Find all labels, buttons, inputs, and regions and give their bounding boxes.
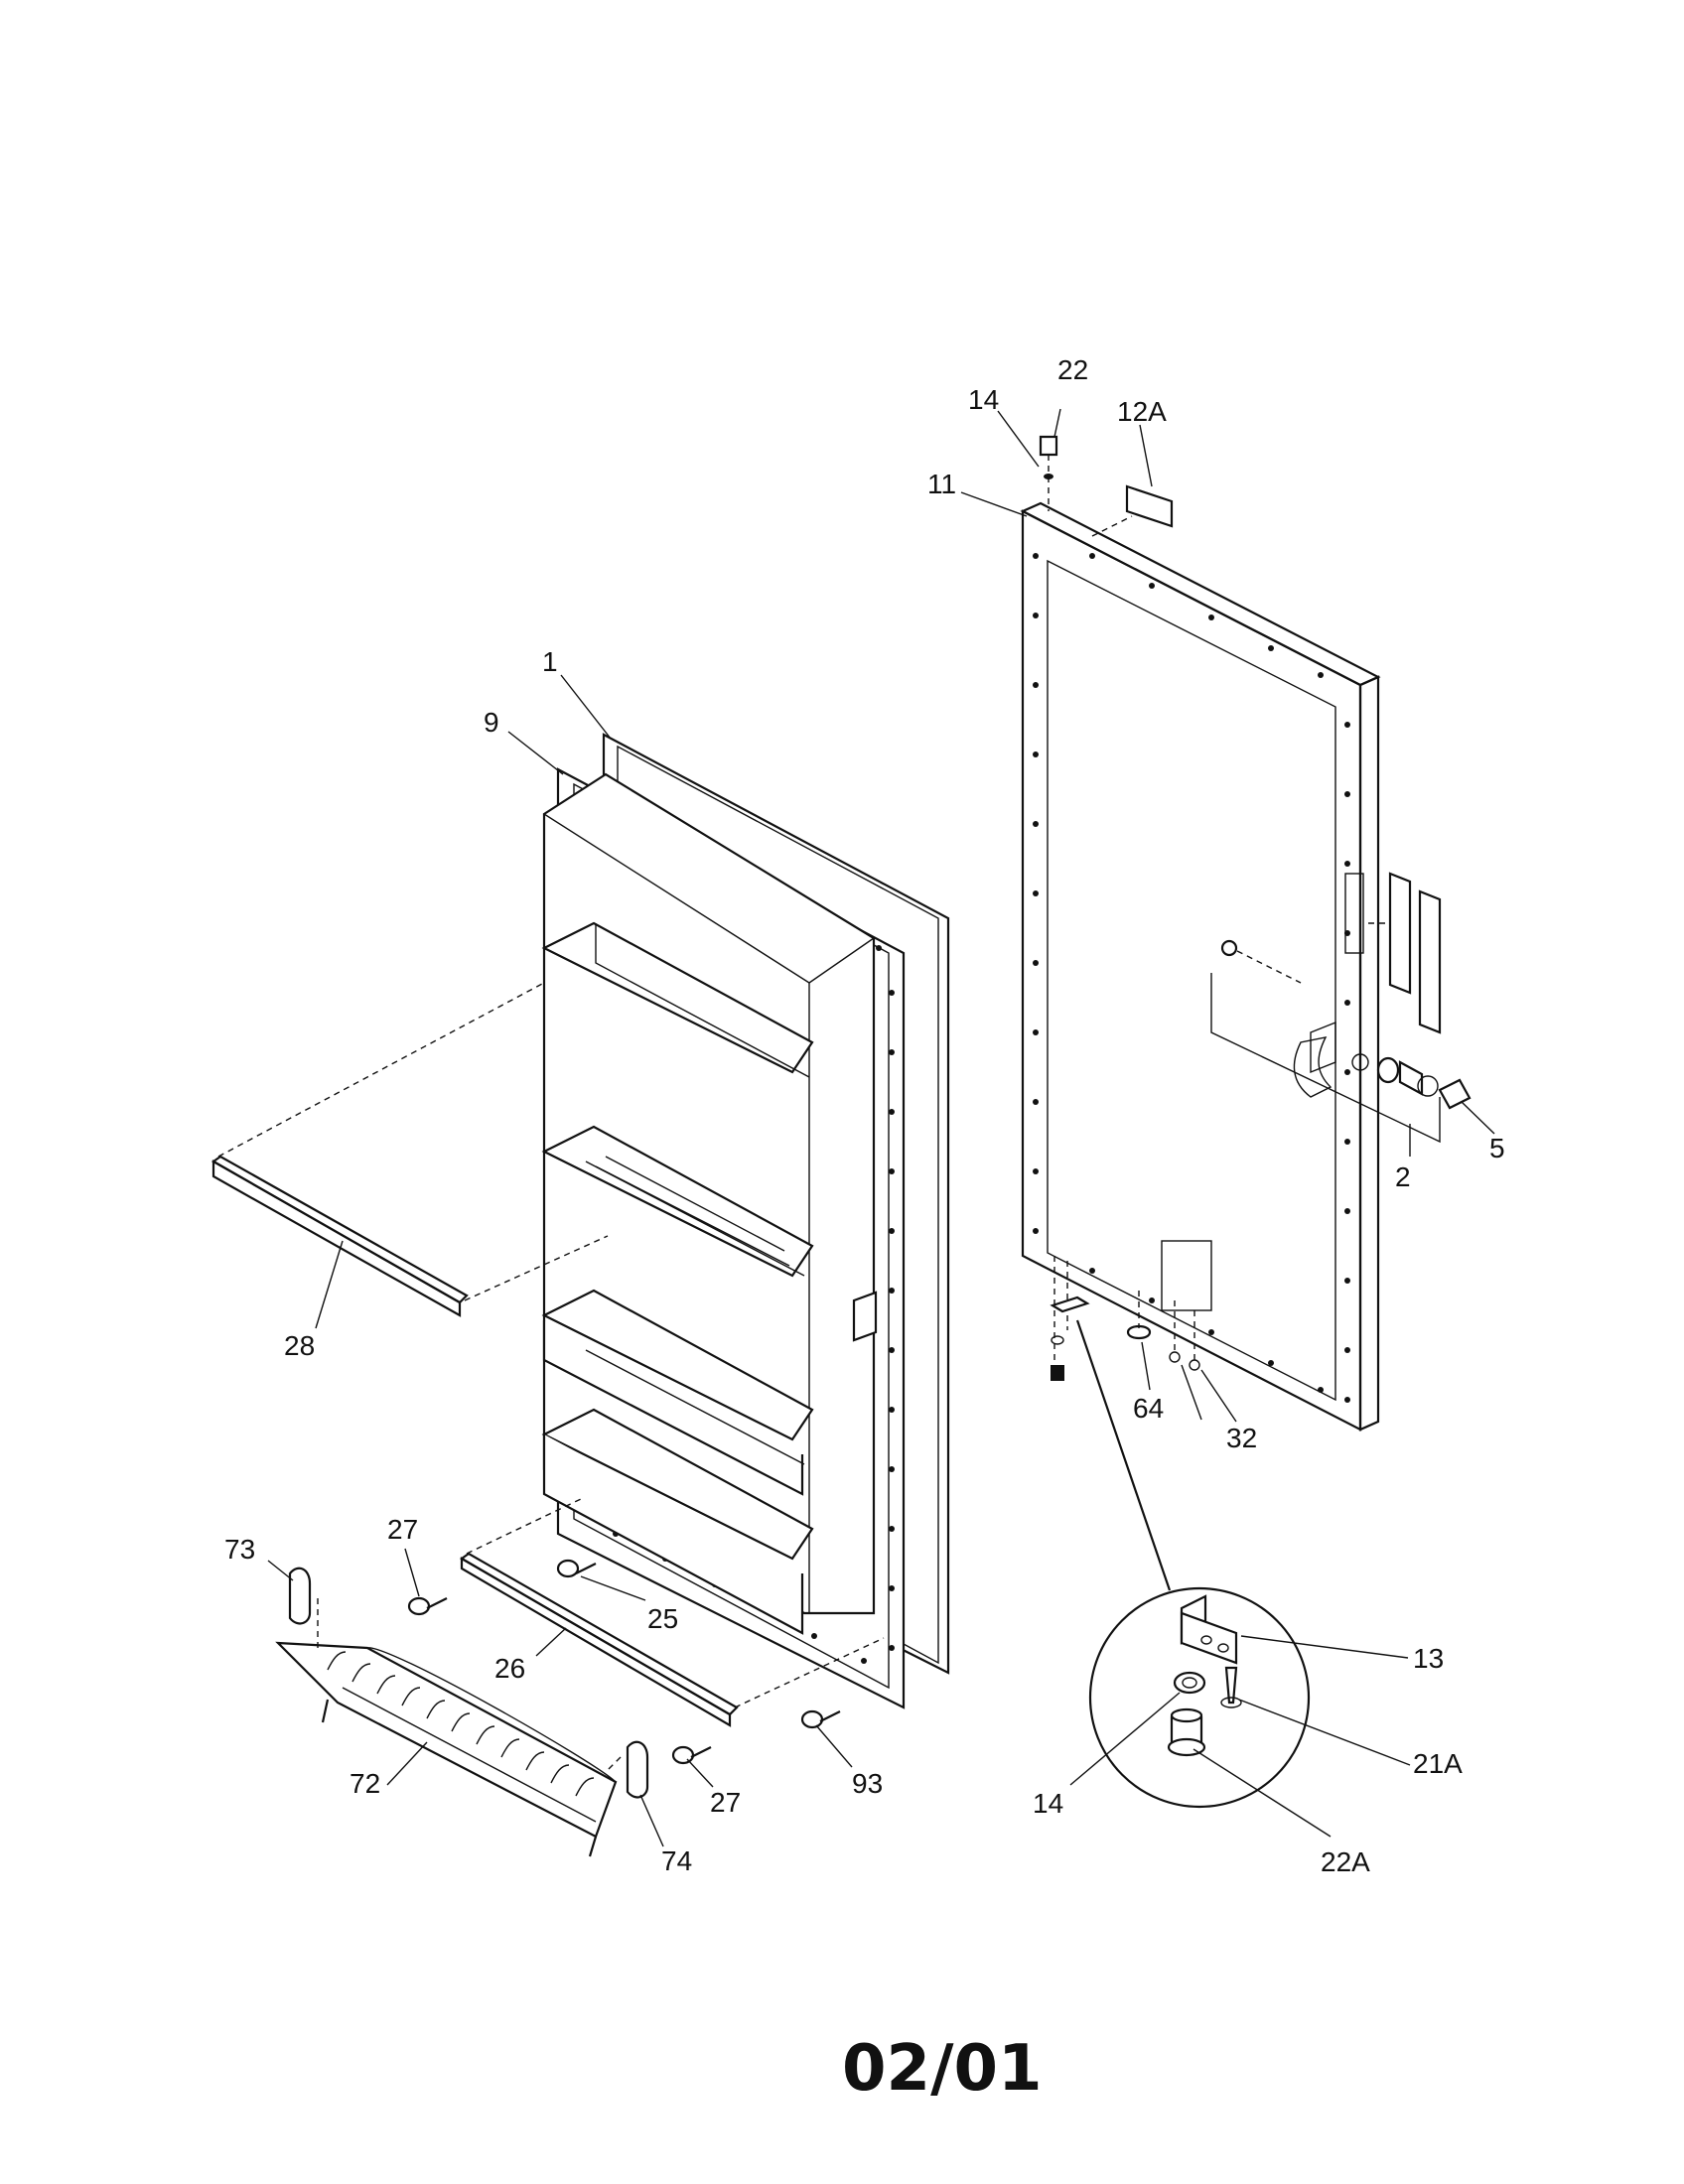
label-25: 25 [647,1603,678,1634]
inner-door-liner [541,733,950,1709]
label-26: 26 [494,1653,525,1684]
label-14-top: 14 [968,384,999,415]
top-cap-parts [1039,435,1174,537]
label-12A: 12A [1117,396,1167,427]
bottom-hinge-parts [1050,1256,1200,1381]
label-21A: 21A [1413,1748,1463,1779]
label-13: 13 [1413,1643,1444,1674]
mounting-screws [407,1559,841,1765]
label-22A: 22A [1321,1846,1370,1877]
label-32: 32 [1226,1423,1257,1453]
door-shelves [541,921,814,1635]
label-9: 9 [484,707,499,738]
bottom-bar [459,1498,885,1727]
label-28: 28 [284,1330,315,1361]
label-11: 11 [927,469,956,499]
hinge-detail-callout [1075,1319,1311,1809]
shelf-bar [210,982,609,1317]
basket-clips [288,1567,649,1799]
label-27-bottom: 27 [710,1787,741,1818]
panel-screw-holes [1033,553,1350,1403]
wire-basket [275,1641,618,1857]
label-72: 72 [350,1768,380,1799]
outer-door-panel [1020,501,1381,1432]
footer-code: 02/01 [842,2032,1043,2106]
label-27-top: 27 [387,1514,418,1545]
label-74: 74 [661,1845,692,1876]
label-22: 22 [1057,354,1088,385]
door-handle-assembly [1210,872,1472,1144]
leader-lines [267,408,1495,1847]
label-5: 5 [1489,1133,1505,1163]
label-2: 2 [1395,1161,1411,1192]
label-73: 73 [224,1534,255,1565]
label-64: 64 [1133,1393,1164,1424]
label-93: 93 [852,1768,883,1799]
label-1: 1 [542,646,558,677]
part-labels: 22 14 12A 11 1 9 5 2 28 64 32 27 73 25 2… [224,354,1505,1877]
label-14-bottom: 14 [1033,1788,1063,1819]
basket-wires [327,1651,597,1838]
